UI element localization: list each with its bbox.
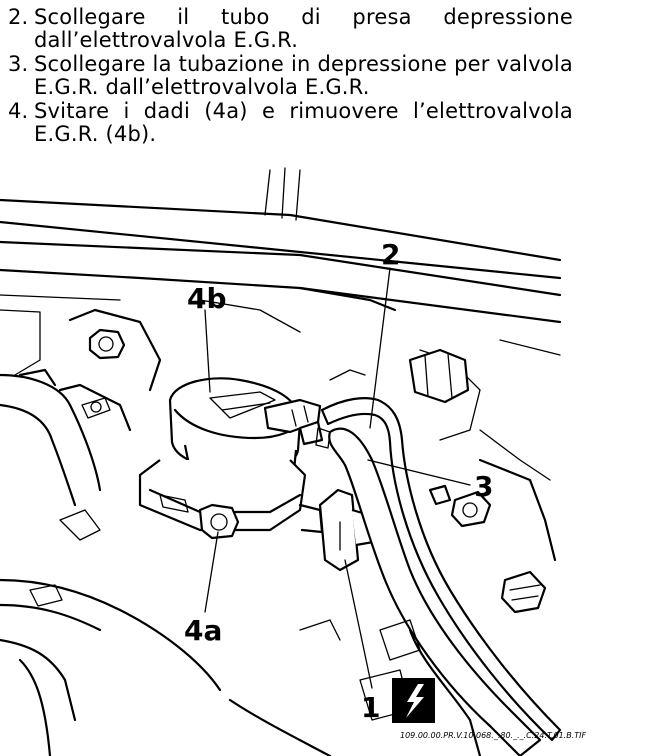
figure-reference-code: 109.00.00.PR.V.10.068._.80._._.C.24.T.01… [400,731,587,740]
engine-drawing: 2 3 4b 4a 1 109.00.00.PR.V.10.068._.80._… [0,167,587,756]
electrical-lightning-icon [392,678,435,723]
step-text: Svitare i dadi (4a) e rimuovere l’elettr… [34,99,573,146]
step-text: Scollegare il tubo di presa depressione … [34,5,573,52]
step-number: 4. [8,99,29,123]
hose-2 [320,397,562,742]
step-text: Scollegare la tubazione in depressione p… [34,52,573,99]
left-hoses [0,368,222,756]
leader-lines [204,267,471,689]
step-3: 3. Scollegare la tubazione in depression… [8,53,573,99]
step-2: 2. Scollegare il tubo di presa depressio… [8,6,573,52]
technical-illustration: 2 3 4b 4a 1 109.00.00.PR.V.10.068._.80._… [0,160,651,756]
step-number: 3. [8,52,29,76]
instruction-steps: 2. Scollegare il tubo di presa depressio… [8,6,573,147]
step-number: 2. [8,5,29,29]
nut-4a [159,494,240,540]
engine-background [0,167,562,481]
right-components [228,348,557,756]
label-1: 1 [361,691,380,724]
label-4b: 4b [187,282,227,315]
label-4a: 4a [184,614,222,647]
label-2: 2 [381,238,400,271]
hose-3 [315,427,542,756]
egr-solenoid-valve [138,377,324,532]
bolt-head [88,328,126,360]
label-3: 3 [474,470,493,503]
step-4: 4. Svitare i dadi (4a) e rimuovere l’ele… [8,100,573,146]
